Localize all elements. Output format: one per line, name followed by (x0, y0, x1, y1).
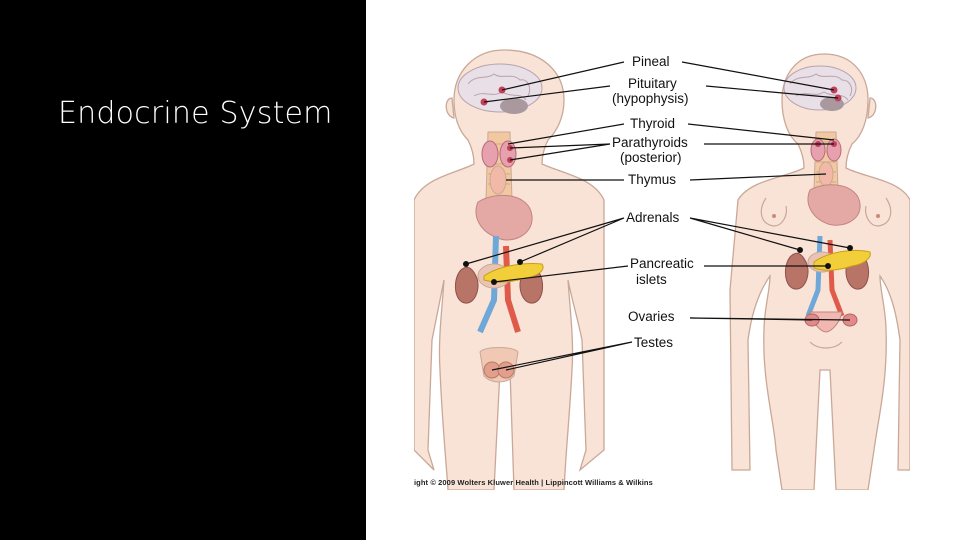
leader-thymus (506, 173, 827, 181)
label-testes: Testes (634, 335, 673, 350)
leader-adrenals (465, 217, 851, 265)
label-ovaries: Ovaries (628, 309, 675, 324)
male-kidney-left (455, 266, 479, 304)
male-cerebellum (500, 98, 528, 114)
label-thymus: Thymus (628, 172, 676, 187)
leader-pineal (501, 61, 835, 91)
label-pituitary-sub: (hypophysis) (612, 91, 689, 106)
label-adrenals: Adrenals (626, 210, 680, 225)
leader-thyroid (507, 123, 835, 145)
male-ear (445, 97, 455, 119)
leader-ovaries (689, 317, 851, 321)
male-artery (503, 245, 521, 333)
leader-pituitary (483, 85, 839, 103)
slide-title: Endocrine System (58, 96, 333, 131)
label-pancreatic-sub: islets (636, 272, 667, 287)
female-pelvis-line (809, 341, 843, 349)
female-brain-folds (789, 73, 853, 101)
endocrine-diagram: Pineal Pituitary (hypophysis) Thyroid Pa… (414, 40, 910, 490)
male-thymus (489, 165, 507, 195)
copyright-credit: ight © 2009 Wolters Kluwer Health | Lipp… (414, 478, 653, 487)
label-parathyroids: Parathyroids (612, 135, 688, 150)
male-thyroid-left (481, 140, 499, 168)
female-breast-right (865, 197, 892, 227)
female-ear (867, 97, 877, 119)
female-heart (807, 184, 861, 226)
label-parathyroids-sub: (posterior) (620, 150, 682, 165)
female-nipple-right (876, 214, 880, 218)
endocrine-diagram-svg: Pineal Pituitary (hypophysis) Thyroid Pa… (414, 49, 910, 490)
label-thyroid: Thyroid (630, 116, 675, 131)
leader-testes (491, 341, 633, 371)
male-thyroid-right (499, 140, 517, 168)
male-vein (477, 235, 499, 334)
leader-pancreatic (493, 265, 828, 283)
female-nipple-left (772, 214, 776, 218)
label-pancreatic: Pancreatic (630, 256, 694, 271)
female-kidney-left (785, 252, 809, 290)
label-pineal: Pineal (632, 54, 670, 69)
leader-parathyroid (509, 143, 834, 161)
male-trachea-rings (488, 143, 510, 185)
male-heart (475, 194, 533, 241)
label-pituitary: Pituitary (628, 76, 677, 91)
female-breast-left (760, 197, 787, 227)
title-panel: Endocrine System (0, 0, 366, 540)
leader-lines (465, 61, 851, 371)
